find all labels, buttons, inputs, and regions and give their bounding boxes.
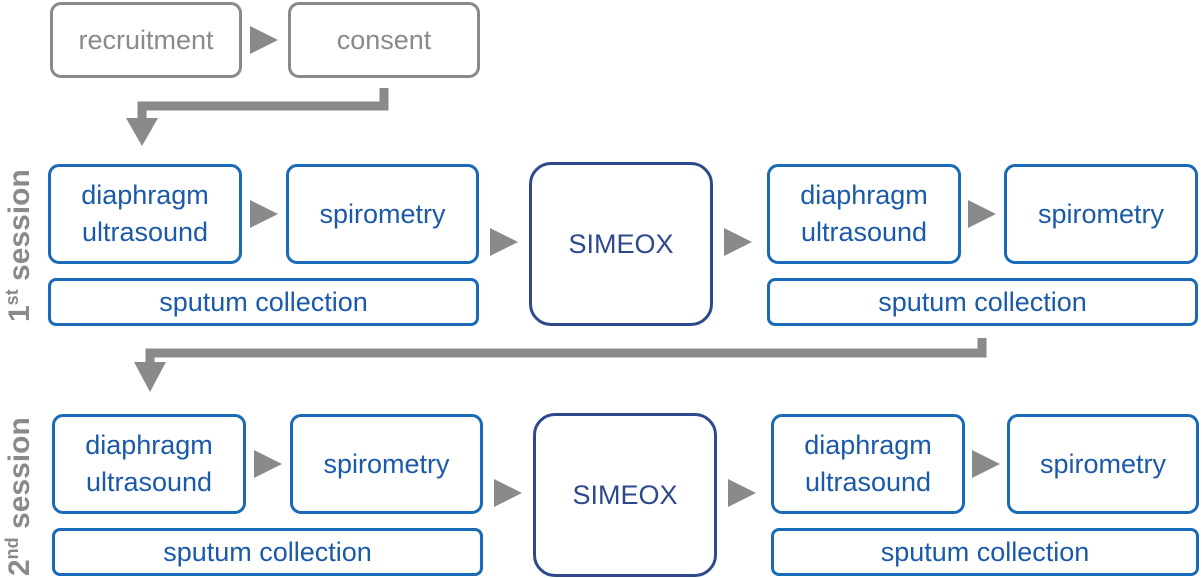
s1-left-diaphragm-ultrasound-box: diaphragm ultrasound (48, 164, 242, 264)
s2-left-ultra-line1: diaphragm (85, 430, 213, 460)
recruitment-box: recruitment (50, 2, 242, 78)
arrow-recruitment-consent (250, 26, 278, 54)
arrow-s2r-ultra-spiro (972, 450, 1000, 478)
arrow-s1-simeox-out (724, 228, 752, 256)
arrow-s2-to-simeox (494, 479, 522, 507)
s1-right-diaphragm-ultrasound-box: diaphragm ultrasound (767, 164, 961, 264)
s2-right-ultra-line1: diaphragm (804, 430, 932, 460)
arrow-s2-simeox-out (728, 479, 756, 507)
consent-box: consent (288, 2, 480, 78)
s2-right-diaphragm-ultrasound-box: diaphragm ultrasound (771, 414, 965, 514)
s2-left-spirometry-box: spirometry (290, 414, 483, 514)
s2-left-diaphragm-ultrasound-box: diaphragm ultrasound (52, 414, 246, 514)
s1-right-spirometry-box: spirometry (1004, 164, 1198, 264)
s1-left-ultra-line1: diaphragm (81, 180, 209, 210)
s1-left-ultra-line2: ultrasound (81, 217, 209, 247)
s1-left-sputum-box: sputum collection (48, 278, 479, 326)
s1-simeox-box: SIMEOX (529, 162, 713, 326)
s1-right-ultra-line1: diaphragm (800, 180, 928, 210)
s2-right-ultra-line2: ultrasound (804, 467, 932, 497)
arrow-s2-ultra-spiro (254, 450, 282, 478)
s2-left-ultra-line2: ultrasound (85, 467, 213, 497)
arrow-s1-to-simeox (490, 228, 518, 256)
s1-left-spirometry-box: spirometry (286, 164, 479, 264)
s1-right-sputum-box: sputum collection (767, 278, 1198, 326)
arrow-session1-session2 (145, 338, 987, 366)
session1-label: 1st session (2, 169, 36, 322)
arrow-s1r-ultra-spiro (968, 200, 996, 228)
s2-right-spirometry-box: spirometry (1007, 414, 1199, 514)
arrow-s1-ultra-spiro (250, 200, 278, 228)
s2-left-sputum-box: sputum collection (52, 528, 483, 576)
s2-simeox-box: SIMEOX (533, 413, 717, 577)
s2-right-sputum-box: sputum collection (771, 528, 1199, 576)
session2-label: 2nd session (2, 417, 36, 576)
s1-right-ultra-line2: ultrasound (800, 217, 928, 247)
arrow-consent-session1 (137, 88, 389, 122)
